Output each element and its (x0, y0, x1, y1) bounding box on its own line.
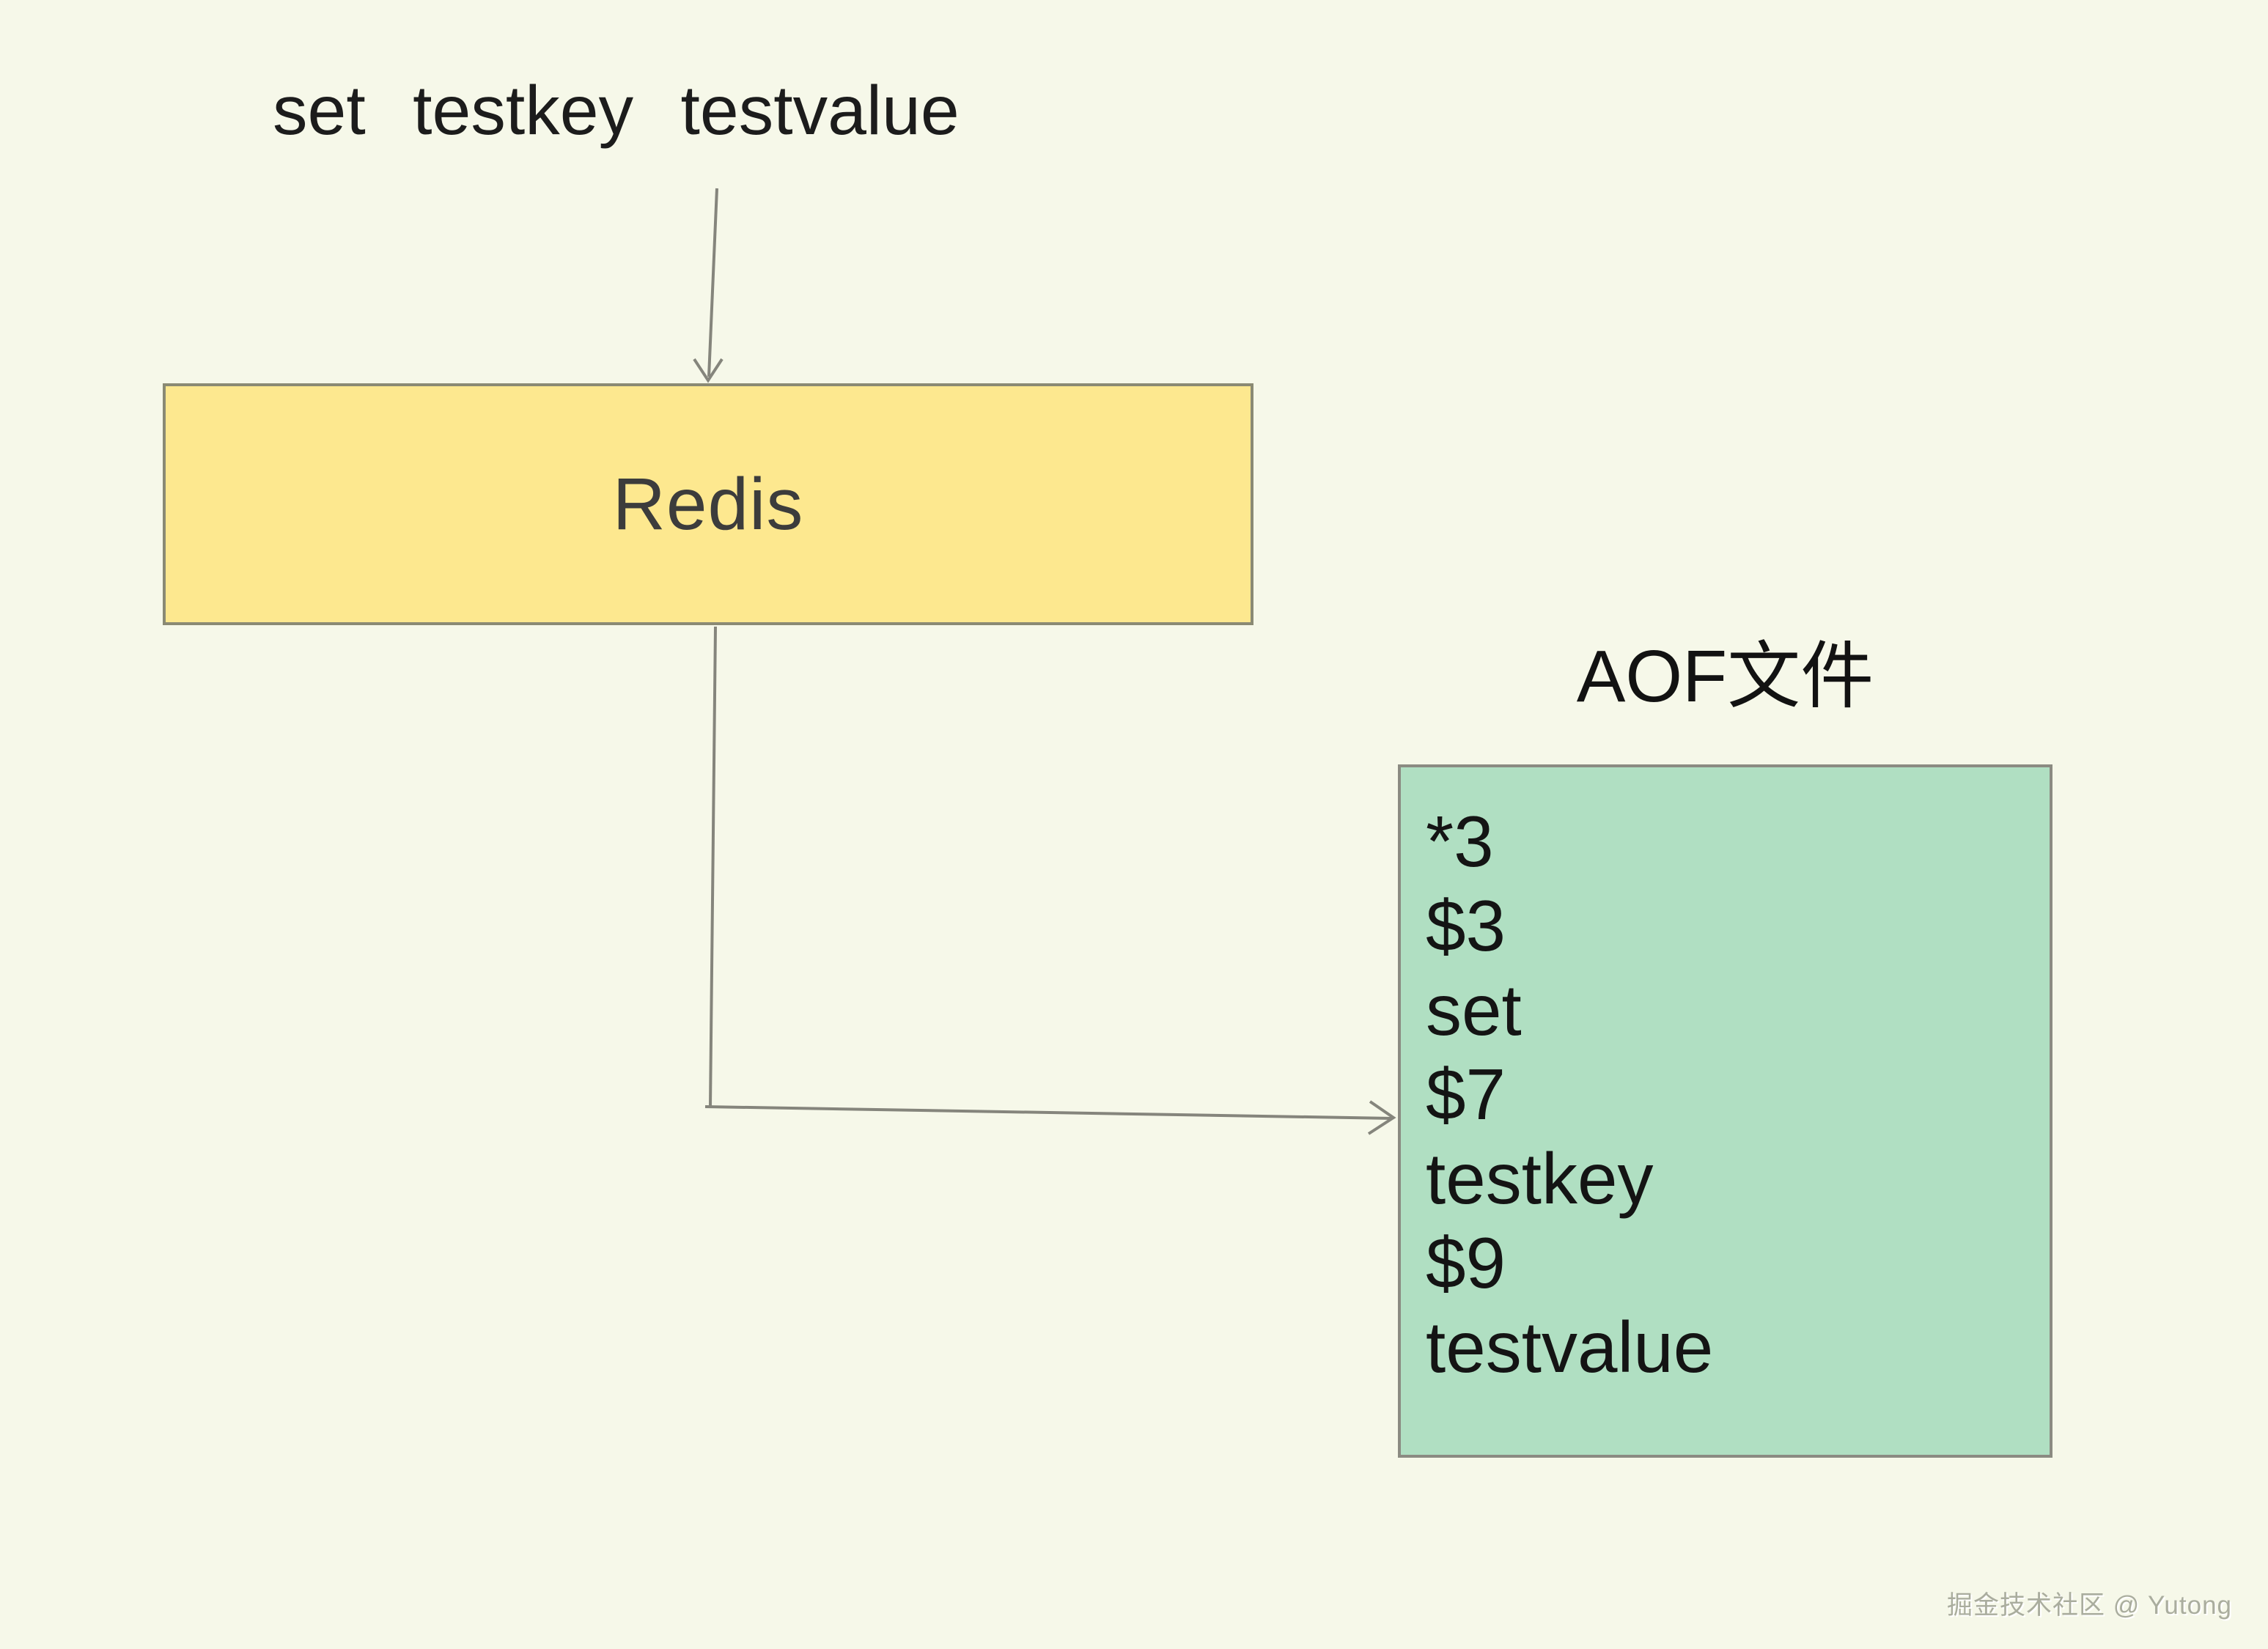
watermark: 掘金技术社区 @ Yutong (1947, 1591, 2232, 1620)
arrow-command-to-redis (693, 188, 724, 383)
aof-line: $7 (1426, 1054, 1506, 1135)
redis-node-label: Redis (612, 462, 804, 545)
arrow-head-down-icon (693, 358, 724, 383)
arrow-line (707, 188, 718, 377)
aof-file-title: AOF文件 (1576, 635, 1874, 717)
aof-line: $9 (1426, 1222, 1506, 1303)
arrow-line-horizontal (704, 1105, 1393, 1120)
arrow-redis-to-aof (704, 626, 1396, 1135)
aof-line: *3 (1426, 801, 1494, 882)
aof-line: $3 (1426, 885, 1506, 966)
arrow-head-right-icon (1367, 1100, 1396, 1135)
aof-file-node: *3 $3 set $7 testkey $9 testvalue (1398, 764, 2052, 1458)
aof-line: testvalue (1426, 1307, 1714, 1387)
command-text: set testkey testvalue (273, 72, 960, 150)
arrow-line-vertical (709, 626, 717, 1107)
aof-line: testkey (1426, 1138, 1654, 1219)
redis-node: Redis (163, 383, 1253, 625)
aof-line: set (1426, 970, 1522, 1050)
